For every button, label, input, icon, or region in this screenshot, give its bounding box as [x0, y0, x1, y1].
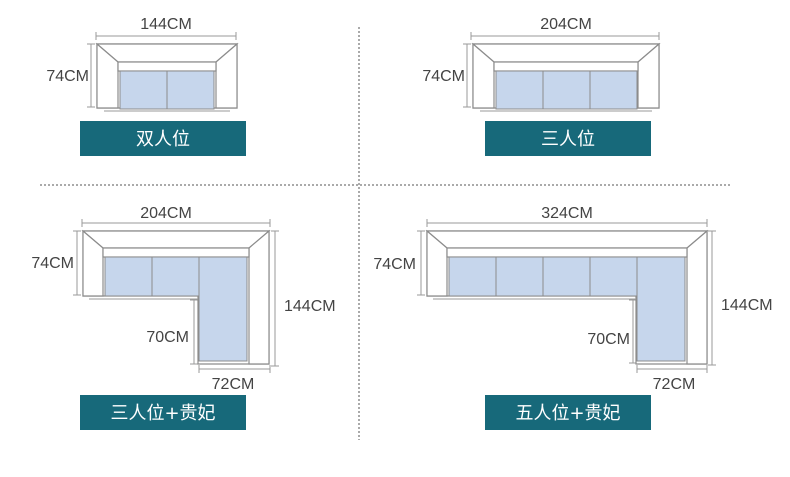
five-chaise-inner-dimension: 70CM — [587, 299, 637, 364]
five-chaise-cushion-4 — [589, 256, 638, 297]
three-chaise-side-dimension: 144CM — [271, 230, 336, 367]
sofa-three-seat-chaise: 204CM 74CM 144CM 70CM 72CM — [31, 205, 336, 430]
two-seat-name: 双人位 — [136, 129, 190, 150]
five-chaise-inner-label: 70CM — [587, 331, 630, 348]
three-chaise-width-dimension: 204CM — [81, 205, 271, 227]
three-chaise-inner-label: 70CM — [146, 329, 189, 346]
five-chaise-depth-label: 74CM — [373, 256, 416, 273]
three-chaise-cushion-1 — [104, 256, 153, 297]
three-seat-cushion-3 — [589, 70, 638, 110]
two-seat-width-dimension: 144CM — [95, 16, 237, 40]
three-seat-cushion-2 — [542, 70, 591, 110]
three-seat-label-box — [485, 121, 651, 156]
three-seat-depth-dimension: 74CM — [422, 43, 471, 108]
two-seat-sofa-drawing — [95, 42, 239, 112]
three-chaise-width-label: 204CM — [140, 205, 192, 222]
five-chaise-cushion-3 — [542, 256, 591, 297]
two-seat-depth-label: 74CM — [46, 68, 89, 85]
three-chaise-cushion-2 — [151, 256, 200, 297]
three-chaise-chaise-cushion — [198, 256, 248, 362]
three-seat-sofa-drawing — [471, 42, 661, 112]
three-chaise-sofa-drawing — [81, 229, 271, 365]
sofa-three-seat: 204CM 74CM 三人位 — [422, 16, 661, 156]
two-seat-depth-dimension: 74CM — [46, 43, 95, 108]
five-chaise-chaise-width-label: 72CM — [653, 376, 696, 393]
five-chaise-width-label: 324CM — [541, 205, 593, 222]
three-seat-depth-label: 74CM — [422, 68, 465, 85]
two-seat-label-box — [80, 121, 246, 156]
five-chaise-width-dimension: 324CM — [426, 205, 708, 227]
three-chaise-inner-dimension: 70CM — [146, 299, 198, 365]
five-chaise-depth-dimension: 74CM — [373, 230, 425, 296]
five-chaise-cushion-2 — [495, 256, 544, 297]
two-seat-cushion-1 — [119, 70, 168, 110]
three-chaise-depth-dimension: 74CM — [31, 230, 81, 296]
three-chaise-depth-label: 74CM — [31, 255, 74, 272]
sofa-five-seat-chaise: 324CM 74CM 144CM 70CM 72CM — [373, 205, 773, 430]
three-seat-width-label: 204CM — [540, 16, 592, 33]
five-chaise-cushion-1 — [448, 256, 497, 297]
five-chaise-name: 五人位+贵妃 — [515, 403, 620, 424]
three-chaise-name: 三人位+贵妃 — [110, 403, 215, 424]
five-chaise-chaise-width-dimension: 72CM — [636, 365, 708, 393]
five-chaise-chaise-cushion — [636, 256, 686, 362]
three-chaise-chaise-width-label: 72CM — [212, 376, 255, 393]
three-chaise-chaise-width-dimension: 72CM — [198, 365, 271, 393]
five-chaise-label-box — [485, 395, 651, 430]
five-chaise-sofa-drawing — [425, 229, 709, 365]
three-seat-name: 三人位 — [541, 129, 595, 150]
five-chaise-side-label: 144CM — [721, 297, 773, 314]
two-seat-cushion-2 — [166, 70, 215, 110]
two-seat-width-label: 144CM — [140, 16, 192, 33]
three-chaise-side-label: 144CM — [284, 298, 336, 315]
five-chaise-side-dimension: 144CM — [708, 230, 773, 366]
three-seat-cushion-1 — [495, 70, 544, 110]
three-chaise-label-box — [80, 395, 246, 430]
sofa-two-seat: 144CM 74CM 双人位 — [46, 16, 246, 156]
three-seat-width-dimension: 204CM — [470, 16, 660, 40]
